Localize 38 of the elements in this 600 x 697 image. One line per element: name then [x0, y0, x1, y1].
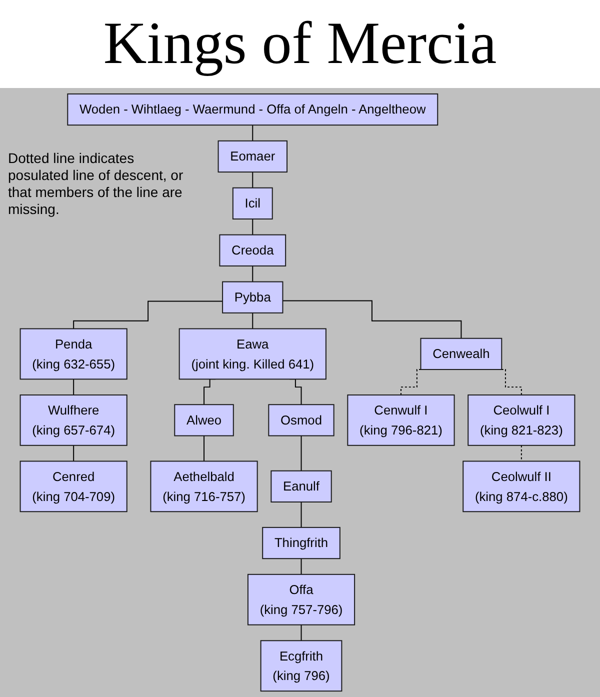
connector — [252, 265, 254, 282]
node-box — [247, 574, 356, 626]
node-box — [150, 460, 258, 512]
node-box — [268, 404, 334, 436]
node-box — [270, 470, 332, 502]
node-box — [20, 394, 128, 446]
connector — [252, 124, 254, 142]
node-box — [219, 234, 286, 266]
node-box — [420, 338, 502, 370]
node-box — [222, 281, 284, 314]
node-box — [174, 404, 234, 436]
connector — [73, 444, 74, 462]
node-box — [260, 640, 342, 692]
node-box — [178, 328, 326, 380]
connector — [300, 435, 302, 472]
connector — [300, 502, 302, 528]
connector — [282, 300, 462, 339]
connector — [252, 218, 254, 236]
node-box — [462, 460, 580, 512]
connector — [520, 444, 522, 462]
connector — [73, 300, 224, 330]
diagram-title: Kings of Mercia — [102, 9, 498, 78]
node-box — [468, 394, 576, 446]
node-box — [232, 187, 273, 220]
connector — [73, 378, 74, 396]
node-box — [67, 93, 438, 126]
chart-background: Woden - Wihtlaeg - Waermund - Offa of Angeln - Angeltheow Eomaer Icil Creoda Pybba Penda (king 632-655) Eawa (joint king. Killed 641) Cenwealh Wulfhere (king 657-674) Alweo Osmod Cenwulf I (king 796-821) Ceolwulf I (king 821-823) Cenred (king 704-709) Aethelbald (king 716-757) Eanulf Ceolwulf II (king 874-c.880) Thingfrith Offa (king 757-796) Ecgfrith (king 796) Dotted line indicates posulated line of descent, or that members of the line are missing. — [0, 88, 600, 697]
node-box — [262, 526, 340, 560]
connector — [252, 312, 254, 330]
node-box — [20, 460, 128, 512]
connector — [204, 435, 205, 462]
connector — [300, 558, 302, 575]
connector — [252, 172, 254, 188]
note-text: Dotted line indicates posulated line of descent, or that members of the line are missing. — [8, 150, 184, 218]
connector — [300, 624, 302, 642]
node-box — [218, 140, 288, 173]
node-box — [347, 394, 455, 446]
node-box — [20, 328, 128, 380]
